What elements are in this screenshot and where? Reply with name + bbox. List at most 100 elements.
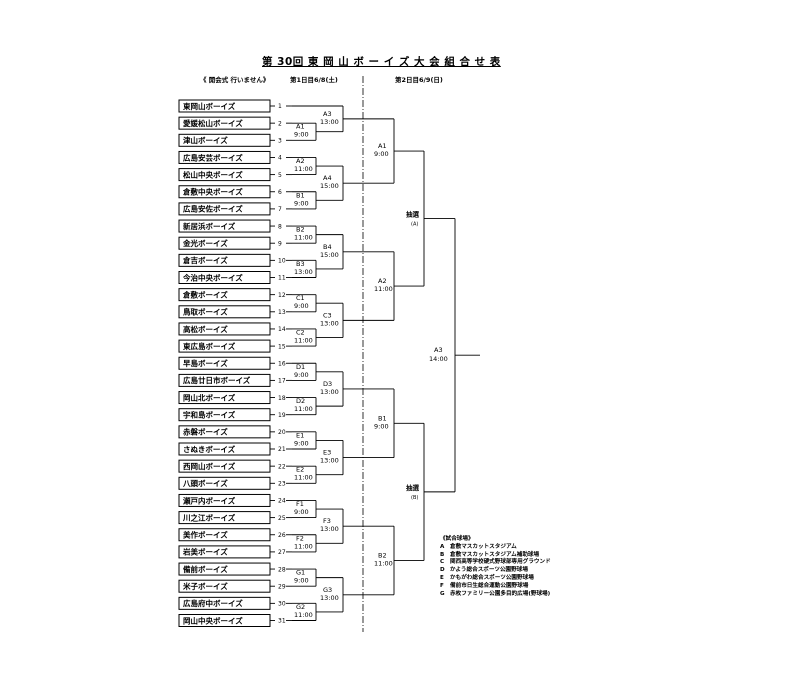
team-name: 津山ボーイズ <box>183 135 228 145</box>
venue-item: D かよう総合スポーツ公園野球場 <box>440 567 551 575</box>
venue-key: D <box>440 567 445 574</box>
venue-item: G 赤枚ファミリー公園多目的広場(野球場) <box>440 591 551 599</box>
team-name: 早島ボーイズ <box>183 358 228 368</box>
venue-key: C <box>440 559 445 566</box>
match-time: 9:00 <box>294 302 309 310</box>
match-label: A4 <box>323 174 332 182</box>
team-seed: 24 <box>278 498 286 505</box>
match-label: E3 <box>323 449 331 457</box>
team-seed: 3 <box>278 138 282 145</box>
match-time: 15:00 <box>320 182 339 190</box>
match-label: D1 <box>296 363 305 371</box>
final-time: 14:00 <box>429 355 448 363</box>
team-seed: 5 <box>278 172 282 179</box>
match-label: B1 <box>378 414 387 422</box>
venue-name: 赤枚ファミリー公園多目的広場(野球場) <box>450 590 551 597</box>
match-time: 11:00 <box>294 542 313 550</box>
match-label: A1 <box>296 123 305 131</box>
match-time: 9:00 <box>294 371 309 379</box>
team-seed: 28 <box>278 566 286 573</box>
team-seed: 8 <box>278 223 282 230</box>
team-name: 瀬戸内ボーイズ <box>183 495 236 505</box>
team-seed: 12 <box>278 292 286 299</box>
match-label: D3 <box>323 380 332 388</box>
day2-header: 第2日目6/9(日) <box>395 76 443 84</box>
team-name: 赤磐ボーイズ <box>183 427 228 437</box>
venue-name: 備前市日生総合運動公園野球場 <box>450 582 529 589</box>
team-name: 広島廿日市ボーイズ <box>183 375 251 385</box>
team-name: 倉敷ボーイズ <box>182 289 228 299</box>
bracket-title: 第 30回 東 岡 山 ボ ー イ ズ 大 会 組 合 せ 表 <box>262 56 501 68</box>
team-name: さぬきボーイズ <box>183 444 236 454</box>
match-time: 9:00 <box>294 508 309 516</box>
match-time: 13:00 <box>294 268 313 276</box>
match-label: C2 <box>296 329 305 337</box>
team-seed: 26 <box>278 532 286 539</box>
match-time: 11:00 <box>294 405 313 413</box>
match-label: G1 <box>296 569 305 577</box>
team-seed: 15 <box>278 343 286 350</box>
team-name: 西岡山ボーイズ <box>183 461 236 471</box>
match-time: 11:00 <box>374 559 393 567</box>
match-label: F2 <box>296 534 304 542</box>
match-label: B1 <box>296 191 305 199</box>
match-label: A1 <box>378 142 387 150</box>
match-time: 11:00 <box>294 611 313 619</box>
team-seed: 16 <box>278 360 286 367</box>
team-seed: 23 <box>278 481 286 488</box>
venue-key: A <box>440 543 445 550</box>
match-time: 9:00 <box>374 150 389 158</box>
team-name: 備前ボーイズ <box>183 564 228 574</box>
venue-item: C 関西高等学校硬式野球部専用グラウンド <box>440 559 551 567</box>
team-name: 広島安芸ボーイズ <box>183 152 243 162</box>
match-time: 13:00 <box>320 388 339 396</box>
match-time: 11:00 <box>294 165 313 173</box>
team-name: 東岡山ボーイズ <box>183 101 236 111</box>
team-seed: 7 <box>278 206 282 213</box>
match-time: 9:00 <box>294 439 309 447</box>
team-name: 倉敷中央ボーイズ <box>182 187 243 197</box>
venue-key: G <box>440 590 445 597</box>
match-label: B2 <box>296 226 305 234</box>
opening-note: 《 開会式 行いません》 <box>200 76 270 84</box>
team-seed: 30 <box>278 601 286 608</box>
team-seed: 2 <box>278 120 282 127</box>
team-name: 宇和島ボーイズ <box>183 410 236 420</box>
team-name: 美作ボーイズ <box>183 530 228 540</box>
venue-name: 倉敷マスカットスタジアム <box>450 543 517 550</box>
team-name: 松山中央ボーイズ <box>183 169 243 179</box>
team-name: 岡山北ボーイズ <box>183 392 236 402</box>
match-time: 13:00 <box>320 319 339 327</box>
match-label: F1 <box>296 500 304 508</box>
match-label: A3 <box>323 110 332 118</box>
team-seed: 25 <box>278 515 286 522</box>
match-label: B3 <box>296 260 305 268</box>
team-seed: 9 <box>278 240 282 247</box>
team-name: 高松ボーイズ <box>183 324 228 334</box>
match-label: A2 <box>378 277 387 285</box>
match-time: 15:00 <box>320 251 339 259</box>
team-name: 広島安佐ボーイズ <box>183 204 243 214</box>
match-time: 13:00 <box>320 118 339 126</box>
lottery-label: 抽選 <box>406 483 420 492</box>
team-seed: 18 <box>278 395 286 402</box>
team-seed: 4 <box>278 155 282 162</box>
venue-name: かよう総合スポーツ公園野球場 <box>450 567 528 574</box>
match-label: G2 <box>296 603 305 611</box>
team-name: 広島府中ボーイズ <box>183 598 243 608</box>
match-time: 9:00 <box>374 422 389 430</box>
match-label: G3 <box>323 586 332 594</box>
venue-name: 関西高等学校硬式野球部専用グラウンド <box>450 559 551 566</box>
team-seed: 21 <box>278 446 286 453</box>
team-name: 東広島ボーイズ <box>183 341 236 351</box>
venue-item: F 備前市日生総合運動公園野球場 <box>440 583 551 591</box>
match-time: 13:00 <box>320 525 339 533</box>
match-label: A2 <box>296 157 305 165</box>
venue-legend-title: 《試合球場》 <box>440 536 474 542</box>
venue-key: F <box>440 582 444 589</box>
team-name: 今治中央ボーイズ <box>182 272 243 282</box>
venue-item: A 倉敷マスカットスタジアム <box>440 544 551 552</box>
